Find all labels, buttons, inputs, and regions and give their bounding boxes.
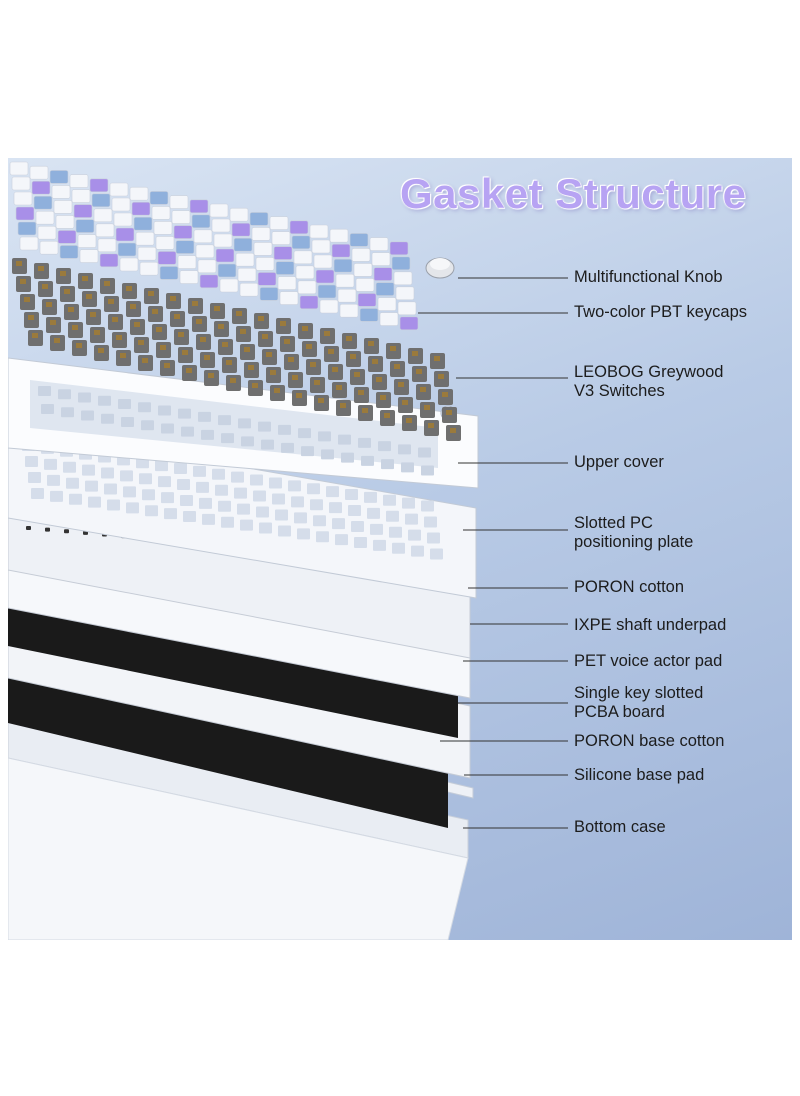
label-line: PCBA board [574,703,665,721]
label-line: PORON cotton [574,578,685,596]
label-line: Silicone base pad [574,766,705,784]
switches-layer [12,258,461,441]
label-poron: PORON cotton [574,578,684,597]
label-line: PORON base cotton [574,732,725,750]
label-line: Slotted PC [574,514,653,532]
label-ixpe: IXPE shaft underpad [574,616,726,635]
label-keycaps: Two-color PBT keycaps [574,303,747,322]
label-line: positioning plate [574,533,694,551]
plate-slots [22,440,443,560]
label-silicone: Silicone base pad [574,766,704,785]
label-line: Upper cover [574,453,664,471]
label-line: Single key slotted [574,684,704,702]
label-knob: Multifunctional Knob [574,268,723,287]
bottom-case-body [8,757,469,940]
keycaps-layer [9,161,419,331]
label-pet: PET voice actor pad [574,652,722,671]
upper-cover-opening [30,380,438,468]
label-poron_base: PORON base cotton [574,732,724,751]
label-line: Bottom case [574,818,666,836]
label-line: LEOBOG Greywood [574,363,724,381]
diagram-title: Gasket Structure [400,170,747,217]
label-line: IXPE shaft underpad [574,616,727,634]
keyboard-layers-illustration [8,161,568,940]
knob-top [430,258,450,270]
upper-cover-grid [38,386,434,476]
label-line: PET voice actor pad [574,652,723,670]
label-line: Two-color PBT keycaps [574,303,748,321]
label-bottom_case: Bottom case [574,818,666,837]
label-line: V3 Switches [574,382,665,400]
label-upper_cover: Upper cover [574,453,664,472]
label-line: Multifunctional Knob [574,268,723,286]
